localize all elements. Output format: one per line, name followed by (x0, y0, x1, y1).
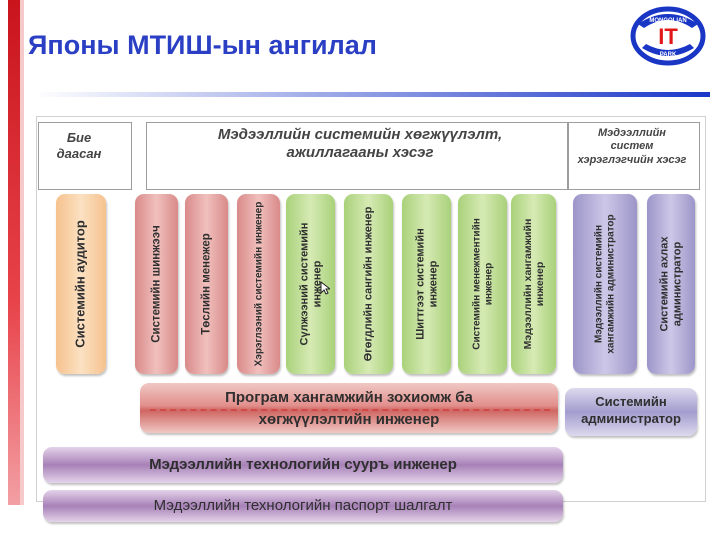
role-label: Хэрэглээний системийн инженер (252, 201, 264, 367)
category-development-label: Мэдээллийн системийн хөгжүүлэлт, ажиллаг… (217, 126, 503, 162)
role-column-application-engineer: Хэрэглээний системийн инженер (237, 194, 280, 374)
software-engineer-label: Програм хангамжийн зохиомж ба хөгжүүлэлт… (225, 389, 473, 428)
category-users (568, 122, 700, 190)
system-administrator-bar: Системийн администратор (565, 388, 697, 436)
it-passport-exam-bar: Мэдээллийн технологийн паспорт шалгалт (43, 490, 563, 522)
role-label: Системийн аудитор (72, 220, 88, 348)
role-label: Мэдээллийн системийн хангамжийн админист… (593, 214, 617, 354)
software-engineer-bar: Програм хангамжийн зохиомж ба хөгжүүлэлт… (140, 383, 558, 433)
mongolian-it-park-logo: MONGOLIAN IT PARK (630, 6, 706, 66)
page-title: Японы МТИШ-ын ангилал (28, 30, 377, 60)
category-development (146, 122, 568, 190)
role-column-system-auditor: Системийн аудитор (56, 194, 106, 374)
role-label: Системийн ахлах администратор (658, 236, 683, 332)
logo-top-text: MONGOLIAN (649, 18, 686, 24)
role-column-system-analyst: Системийн шинжээч (135, 194, 178, 374)
role-column-senior-administrator: Системийн ахлах администратор (647, 194, 695, 374)
category-users-label: Мэдээллийн систем хэрэглэгчийн хэсэг (577, 127, 687, 166)
logo-main-text: IT (658, 24, 678, 49)
category-independent-label: Бие даасан (56, 130, 102, 161)
role-label: Төслийн менежер (199, 233, 212, 335)
role-label: Өгөгдлийн сангийн инженер (362, 206, 375, 362)
role-column-network-engineer: Сүлжээний системийн инженер (286, 194, 335, 374)
role-column-database-engineer: Өгөгдлийн сангийн инженер (344, 194, 393, 374)
cursor-icon (320, 281, 330, 295)
role-column-supply-administrator: Мэдээллийн системийн хангамжийн админист… (573, 194, 637, 374)
role-label: Шигтгээт системийн инженер (413, 228, 439, 340)
dashed-divider (150, 409, 550, 411)
role-label: Системийн шинжээч (149, 225, 162, 343)
role-column-supply-engineer: Мэдээллийн хангамжийн инженер (511, 194, 556, 374)
it-passport-exam-label: Мэдээллийн технологийн паспорт шалгалт (153, 497, 453, 514)
role-label: Мэдээллийн хангамжийн инженер (521, 218, 546, 350)
accent-bar (8, 0, 20, 505)
logo-bottom-text: PARK (660, 52, 677, 58)
role-column-embedded-engineer: Шигтгээт системийн инженер (402, 194, 451, 374)
system-administrator-label: Системийн администратор (581, 394, 681, 426)
role-column-project-manager: Төслийн менежер (185, 194, 228, 374)
it-foundation-engineer-bar: Мэдээллийн технологийн сууръ инженер (43, 447, 563, 483)
role-column-management-engineer: Системийн менежментийн инженер (458, 194, 507, 374)
category-independent (38, 122, 132, 190)
it-foundation-engineer-label: Мэдээллийн технологийн сууръ инженер (149, 456, 457, 473)
role-label: Системийн менежментийн инженер (471, 218, 494, 350)
accent-bar-highlight (20, 0, 24, 505)
title-underline (34, 92, 710, 97)
